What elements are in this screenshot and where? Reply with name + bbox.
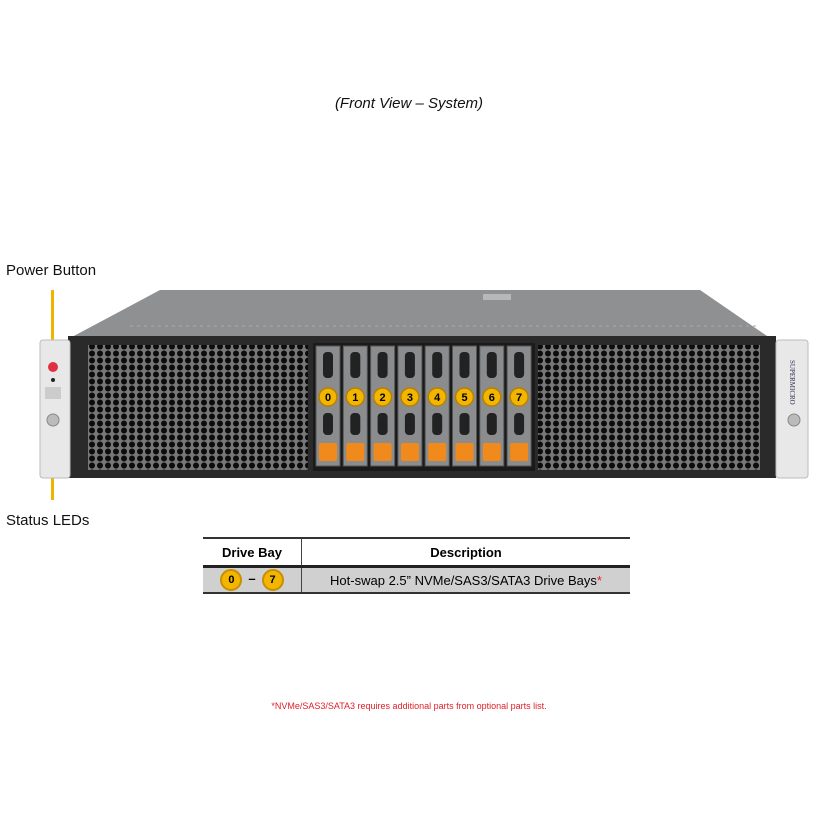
left-fan-mesh [88,345,308,470]
bay-number-label: 1 [352,392,358,404]
range-dash: – [248,571,256,587]
bay-number-badge [427,387,447,407]
bay-number-badge [372,387,393,407]
bay-number-badge [345,387,366,407]
drive-bay-3[interactable]: 3 [397,345,423,467]
bay-number-badge [318,387,338,407]
power-button-callout: Power Button [6,262,97,279]
drive-bay-table: Drive Bay Description 0–7 Hot-swap 2.5” … [203,537,630,594]
footnote: *NVMe/SAS3/SATA3 requires additional par… [271,701,547,711]
bay-number-badge [400,387,420,407]
drive-bay-1[interactable]: 1 [342,345,368,467]
right-ear [775,339,809,479]
drive-bay-2[interactable]: 2 [370,345,396,467]
chassis-top [70,290,770,338]
drive-bay-7[interactable]: 7 [506,345,532,467]
drive-bay-6[interactable]: 6 [479,345,505,467]
left-ear [39,339,71,479]
table-row: 0–7 Hot-swap 2.5” NVMe/SAS3/SATA3 Drive … [203,566,630,594]
bay-number-badge [482,387,502,407]
header-drive-bay: Drive Bay [203,537,302,568]
description-cell: Hot-swap 2.5” NVMe/SAS3/SATA3 Drive Bays… [301,566,630,594]
bay-number-label: 2 [380,392,386,404]
bay-number-label: 5 [461,392,467,404]
drive-release-tab [482,443,501,461]
left-thumbscrew-icon [46,413,60,427]
bay-range-cell: 0–7 [203,566,302,594]
bay-number-label: 7 [516,392,522,404]
right-thumbscrew-icon [787,413,801,427]
status-led-icon [51,378,55,382]
figure-title: (Front View – System) [334,95,484,112]
header-description: Description [301,537,630,568]
drive-bay-0[interactable]: 0 [315,345,341,467]
status-leds-callout: Status LEDs [6,512,90,529]
bay-badge-end: 7 [261,569,284,591]
drive-bay-4[interactable]: 4 [424,345,450,467]
brand-logo: SUPERMICRO [788,360,796,405]
bay-number-label: 3 [407,392,413,404]
bay-number-label: 0 [325,392,331,404]
description-text: Hot-swap 2.5” NVMe/SAS3/SATA3 Drive Bays [330,572,597,588]
drive-release-tab [400,443,419,461]
bay-number-label: 4 [434,392,441,404]
drive-release-tab [455,443,474,461]
bay-number-label: 6 [489,392,495,404]
bay-number-badge [509,387,529,407]
drive-release-tab [319,443,337,461]
drive-release-tab [346,443,365,461]
bay-badge-start: 0 [220,569,243,591]
drive-release-tab [510,443,529,461]
footnote-marker: * [596,572,602,588]
server-front-view: SUPERMICRO 0 1 2 3 4 5 6 7 [39,290,809,479]
drive-release-tab [428,443,447,461]
drive-release-tab [373,443,392,461]
power-button-leader-line [51,290,54,360]
bay-number-badge [454,387,475,407]
right-fan-mesh [538,345,760,470]
power-button-icon [48,362,58,372]
drive-bay-5[interactable]: 5 [452,345,477,467]
